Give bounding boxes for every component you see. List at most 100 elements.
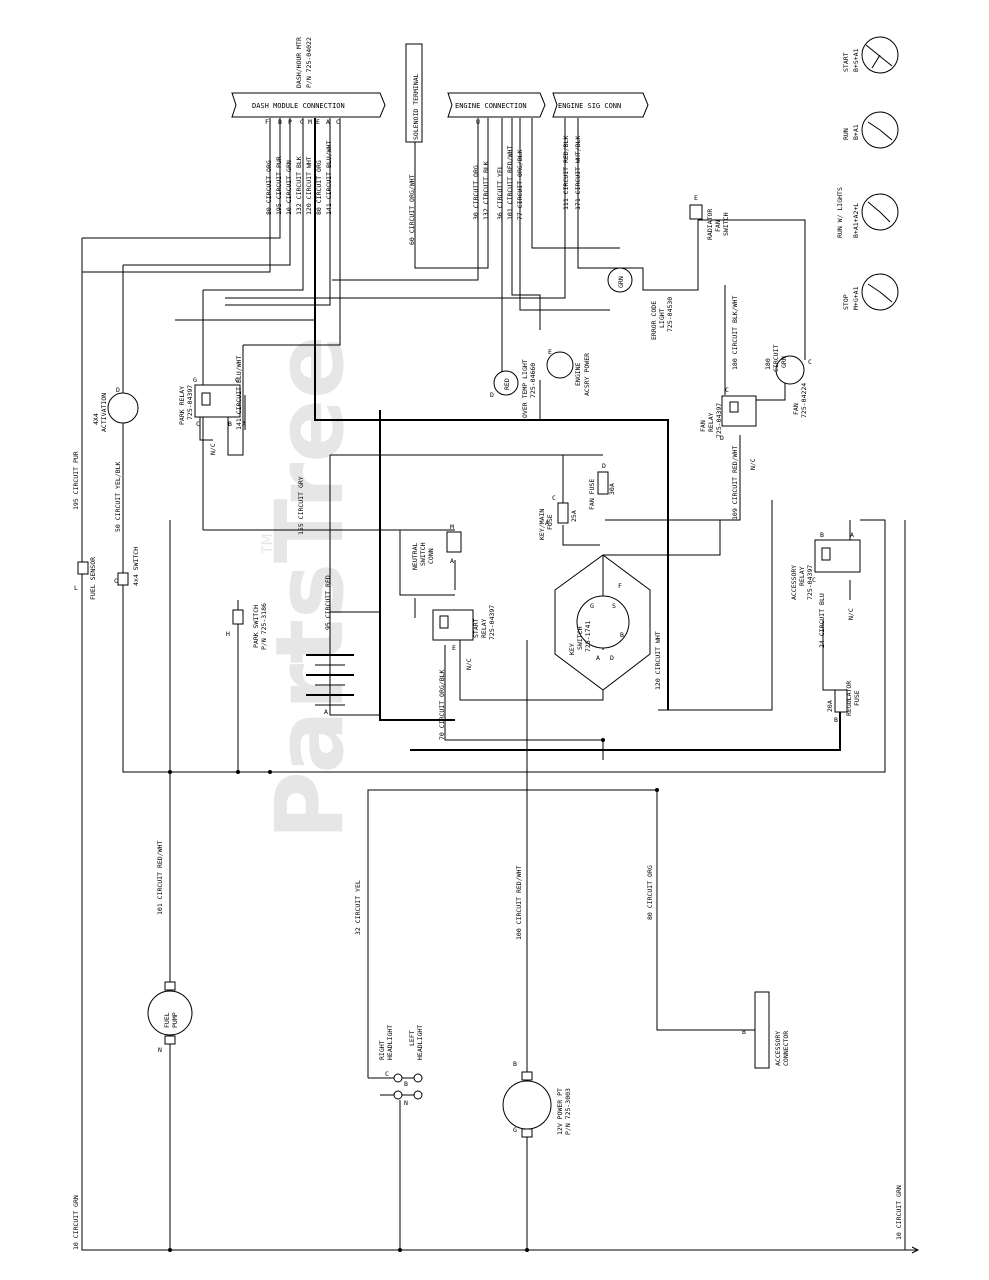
start-relay-pin-e: E (452, 644, 456, 652)
wire-120-wht: 120 CIRCUIT WHT (654, 631, 662, 690)
headlight-pin-b: B (404, 1080, 408, 1088)
radiator-pin-e: E (694, 194, 698, 202)
keymain-pin-a: A (545, 519, 549, 527)
accessory-pin-a: A (850, 531, 854, 539)
engine-wire-1: 132 CIRCUIT BLK (482, 161, 490, 220)
fuel-sensor-label: FUEL SENSOR (89, 557, 97, 600)
accessory-connector-0: ACCESSORY (774, 1031, 782, 1066)
dash-hour-mtr-label: DASH/HOUR MTR (295, 37, 303, 88)
fan-label-1: 725-04224 (800, 383, 808, 418)
fan-fuse-0: FAN FUSE (588, 479, 596, 510)
wire-80-org: 80 CIRCUIT ORG (646, 865, 654, 920)
regulator-2: FUSE (853, 690, 861, 706)
red-label: RED (503, 378, 511, 390)
fan-relay-0: FAN (699, 420, 707, 432)
accessory-relay-1: RELAY (798, 566, 806, 586)
switch-4x4-label: 4x4 SWITCH (132, 547, 140, 586)
dash-module-header: DASH MODULE CONNECTION DASH/HOUR MTR P/N… (231, 37, 386, 118)
wire-32-yel: 32 CIRCUIT YEL (354, 880, 362, 935)
battery-pin-a: A (324, 708, 328, 716)
wire-101-red-wht: 101 CIRCUIT RED/WHT (156, 841, 164, 915)
headlight-3: HEADLIGHT (416, 1025, 424, 1060)
fuel-sensor: 195 CIRCUIT PUR FUEL SENSOR L (72, 451, 97, 600)
circuit-180-2: GRN (780, 356, 788, 368)
circuit-180-0: 180 (764, 358, 772, 370)
wire-100-red-wht: 100 CIRCUIT RED/WHT (515, 866, 523, 940)
engine-pin-u: U (476, 118, 480, 126)
start-code: B+S+A1 (852, 48, 860, 72)
junction-dots (168, 738, 659, 1252)
wire-195-pur: 195 CIRCUIT PUR (72, 451, 80, 510)
power-point-12v: 12V POWER PT P/N 725-3003 B G (502, 1060, 572, 1138)
stop-code: M+G+A1 (852, 286, 860, 310)
neutral-1: SWITCH (419, 542, 427, 566)
regulator-1: REGULATOR (845, 681, 853, 716)
fan-relay-nc: N/C (749, 458, 757, 470)
start-relay-0: START (472, 618, 480, 638)
error-code-1: LIGHT (658, 308, 666, 328)
activation-4x4: 4X4 ACTIVATION D (92, 386, 139, 432)
dash-wire-1: 195 CIRCUIT PUR (275, 156, 283, 215)
engine-acsry-power: ENGINE ACSRY POWER E (546, 348, 591, 396)
solenoid-terminal-label: SOLENOID TERMINAL (412, 73, 420, 140)
neutral-pin-m: M (450, 523, 454, 531)
headlight-2: LEFT (408, 1030, 416, 1046)
wire-109-red-wht: 109 CIRCUIT RED/WHT (731, 446, 739, 520)
engine-acsry-1: ACSRY POWER (583, 353, 591, 396)
headlight-pin-c: C (385, 1070, 389, 1078)
dash-pins: F B P G M E A C (265, 118, 340, 126)
fuel-pump-pin-n: N (158, 1046, 162, 1054)
engine-connection-header: ENGINE CONNECTION U (447, 92, 546, 126)
fan-fuse-1: 30A (608, 483, 616, 495)
power-pt-1: P/N 725-3003 (564, 1088, 572, 1135)
accessory-relay-2: 725-04397 (806, 565, 814, 600)
dash-hour-pn-label: P/N 725-04022 (305, 37, 313, 88)
fan-relay-2: 725-04397 (715, 403, 723, 438)
fan-fuse-pin-d: D (602, 462, 606, 470)
engine-wire-3: 101 CIRCUIT RED/WHT (506, 146, 514, 220)
grn-label: GRN (617, 276, 625, 288)
key-pin-a: A (596, 654, 600, 662)
over-temp-1: 725-04660 (529, 363, 537, 398)
run-code: B+A1 (852, 124, 860, 140)
dash-wire-2: 10 CIRCUIT GRN (285, 160, 293, 215)
fuel-sensor-pin-l: L (74, 584, 78, 592)
over-temp-pin-d: D (490, 391, 494, 399)
neutral-switch-conn: NEUTRAL SWITCH CONN M A (411, 523, 462, 570)
engine-wire-2: 36 CIRCUIT YEL (496, 165, 504, 220)
run-lights-name: RUN W/ LIGHTS (836, 187, 844, 238)
park-relay: PARK RELAY 725-04397 141 CIRCUIT BLU/WHT… (178, 356, 246, 455)
activation-1: ACTIVATION (100, 393, 108, 432)
sig-wire-1: 171 CIRCUIT WHT/BLK (574, 136, 582, 210)
radiator-label-1: FAN (714, 220, 722, 232)
start-relay-nc: N/C (465, 658, 473, 670)
accessory-relay-nc: N/C (847, 608, 855, 620)
fuel-pump-1: PUMP (171, 1012, 179, 1028)
run-lights-code: B+A1+A2+L (852, 203, 860, 238)
fan-relay-pin-d: D (720, 434, 724, 442)
accessory-relay-0: ACCESSORY (790, 565, 798, 600)
run-name: RUN (842, 128, 850, 140)
fan-label-0: FAN (792, 403, 800, 415)
error-code-light: GRN ERROR CODE LIGHT 725-04530 (607, 267, 674, 340)
accessory-pin-b: B (820, 531, 824, 539)
engine-wire-4: 77 CIRCUIT ORG/BLK (516, 149, 524, 220)
accessory-relay: ACCESSORY RELAY 725-04397 24 CIRCUIT BLU… (790, 531, 861, 648)
fuel-pump: FUEL PUMP N (147, 981, 193, 1054)
wire-10-grn-left: 10 CIRCUIT GRN (72, 1195, 80, 1250)
power-pt-0: 12V POWER PT (556, 1088, 564, 1135)
keymain-fuse: KEY/MAIN FUSE 25A C A (538, 494, 578, 540)
fan-relay-pin-c: C (725, 386, 729, 394)
start-relay: START RELAY 725-04397 N/C E 70 CIRCUIT O… (432, 605, 496, 740)
switch-position-run-lights: RUN W/ LIGHTS B+A1+A2+L (836, 187, 899, 238)
dash-module-label: DASH MODULE CONNECTION (252, 102, 345, 110)
headlight-1: HEADLIGHT (386, 1025, 394, 1060)
engine-acsry-pin-e: E (548, 348, 552, 356)
park-relay-0: PARK RELAY (178, 386, 186, 425)
activation-0: 4X4 (92, 413, 100, 425)
engine-acsry-0: ENGINE (574, 362, 582, 386)
switch-position-run: RUN B+A1 (842, 111, 899, 149)
accessory-connector-1: CONNECTOR (782, 1031, 790, 1066)
over-temp-light: RED OVER TEMP LIGHT 725-04660 D (490, 359, 537, 418)
wire-155-gry: 155 CIRCUIT GRY (297, 476, 305, 535)
